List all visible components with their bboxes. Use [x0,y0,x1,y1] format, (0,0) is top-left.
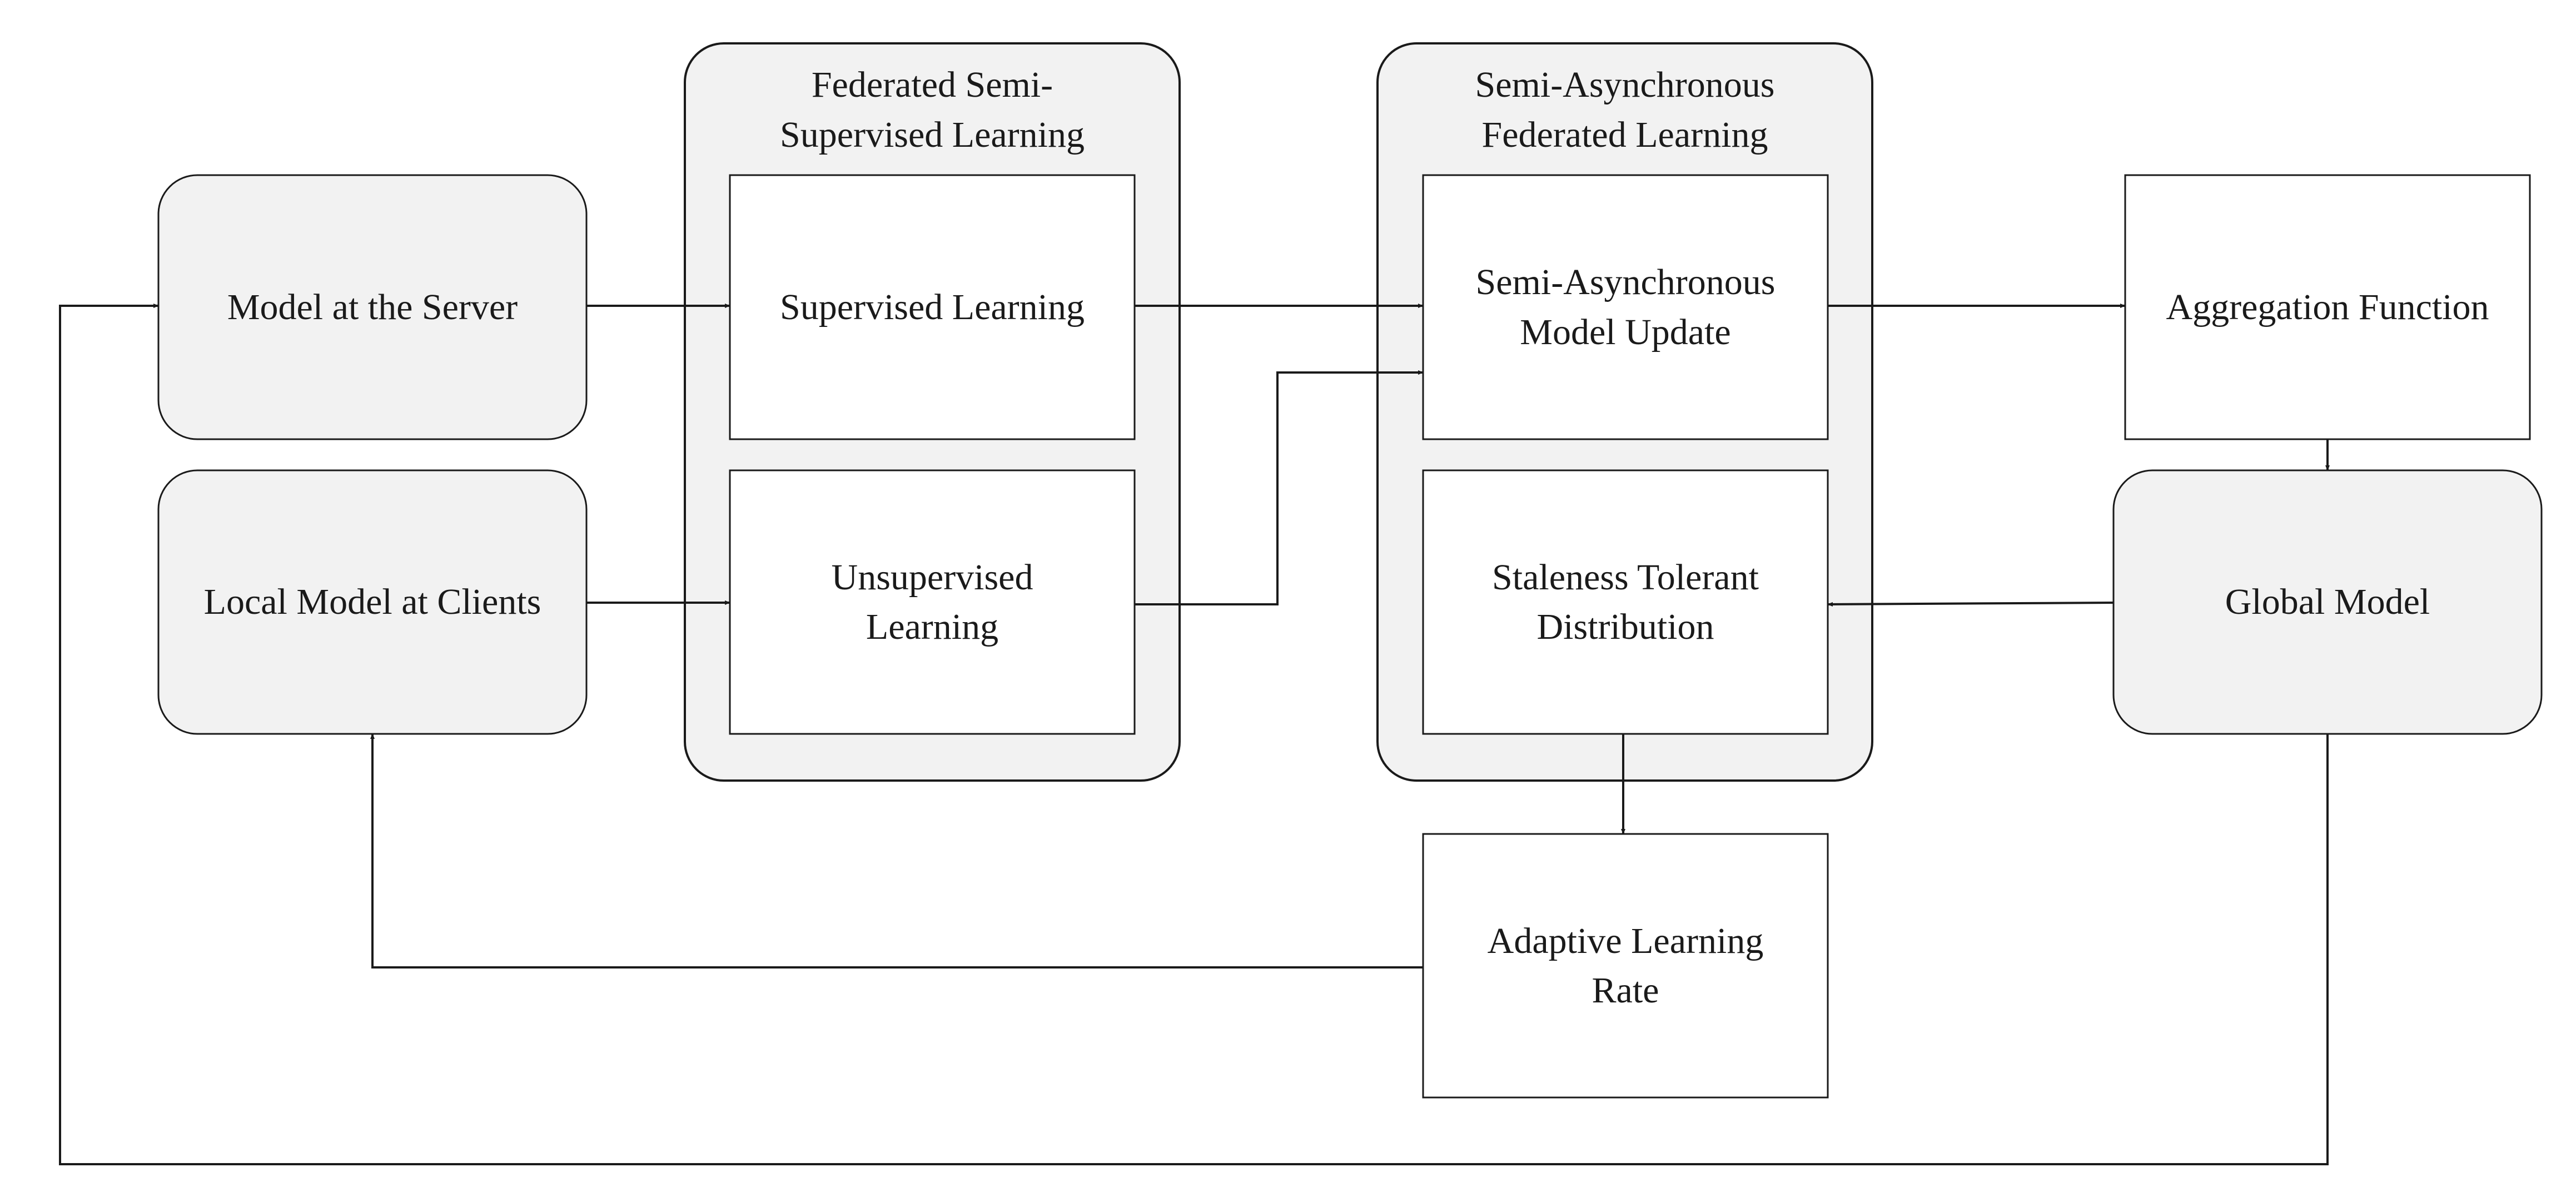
supervised-label: Supervised Learning [779,286,1085,327]
supervised-node [729,174,1136,440]
edge-adaptive-lr-to-local-model [370,733,1423,968]
safl-container-title: Semi-Asynchronous Federated Learning [1475,64,1775,155]
staleness-label: Staleness Tolerant Distribution [1492,557,1759,647]
edge-unsupervised-to-update [1135,370,1424,605]
global-model-label: Global Model [2225,582,2430,623]
fssl-container-title: Federated Semi- Supervised Learning [779,64,1085,155]
aggregation-label: Aggregation Function [2166,286,2489,327]
staleness-node [1422,469,1829,735]
adaptive-lr-label: Adaptive Learning Rate [1487,920,1764,1011]
semi-async-update-label: Semi-Asynchronous Model Update [1475,262,1776,352]
unsupervised-label: Unsupervised Learning [831,557,1033,647]
semi-async-update-node [1422,174,1829,440]
unsupervised-node [729,469,1136,735]
model-server-label: Model at the Server [227,286,518,327]
edge-global-to-model-server [59,304,2329,1165]
edge-global-to-staleness [1827,602,2114,607]
aggregation-node [2124,174,2531,440]
adaptive-lr-node [1422,833,1829,1099]
local-model-label: Local Model at Clients [203,582,541,623]
